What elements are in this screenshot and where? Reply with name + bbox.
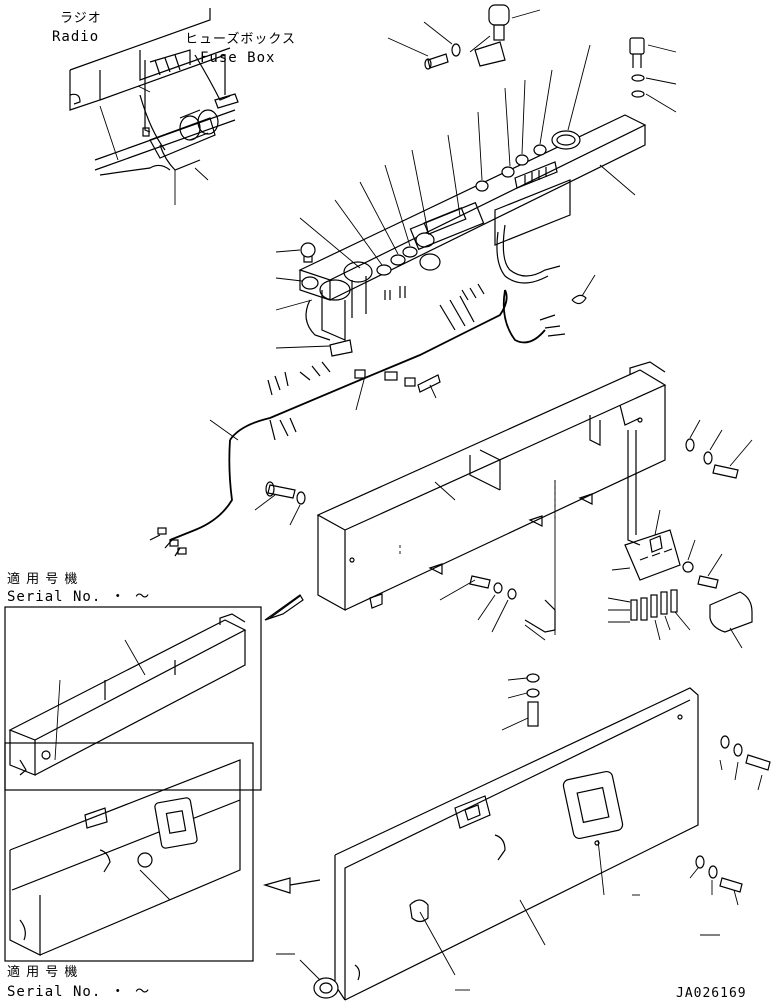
fusebox-label-en: Fuse Box [200,50,276,66]
right-bolts [254,419,753,526]
dashboard-cover [316,361,667,641]
drawing-number: JA026169 [676,986,747,1001]
serial-label-en-2: Serial No. ・ ～ [7,984,151,1000]
top-screws [387,4,677,113]
serial-label-en-1: Serial No. ・ ～ [7,589,151,605]
wiring-harness [149,283,566,557]
radio-label-jp: ラジオ [60,11,102,26]
fusebox-label-jp: ヒューズボックス [185,32,296,47]
radio-bracket-assembly [69,8,239,205]
fuse-box-assembly [439,430,753,649]
lower-panel [276,687,771,1001]
variant-inset-2 [4,742,321,962]
radio-label-en: Radio [52,29,100,45]
instrument-panel [275,44,647,357]
serial-label-jp-2: 適 用 号 機 [7,965,79,980]
serial-label-jp-1: 適 用 号 機 [7,572,79,587]
bottom-hardware [501,673,540,731]
variant-inset-1 [4,594,304,791]
